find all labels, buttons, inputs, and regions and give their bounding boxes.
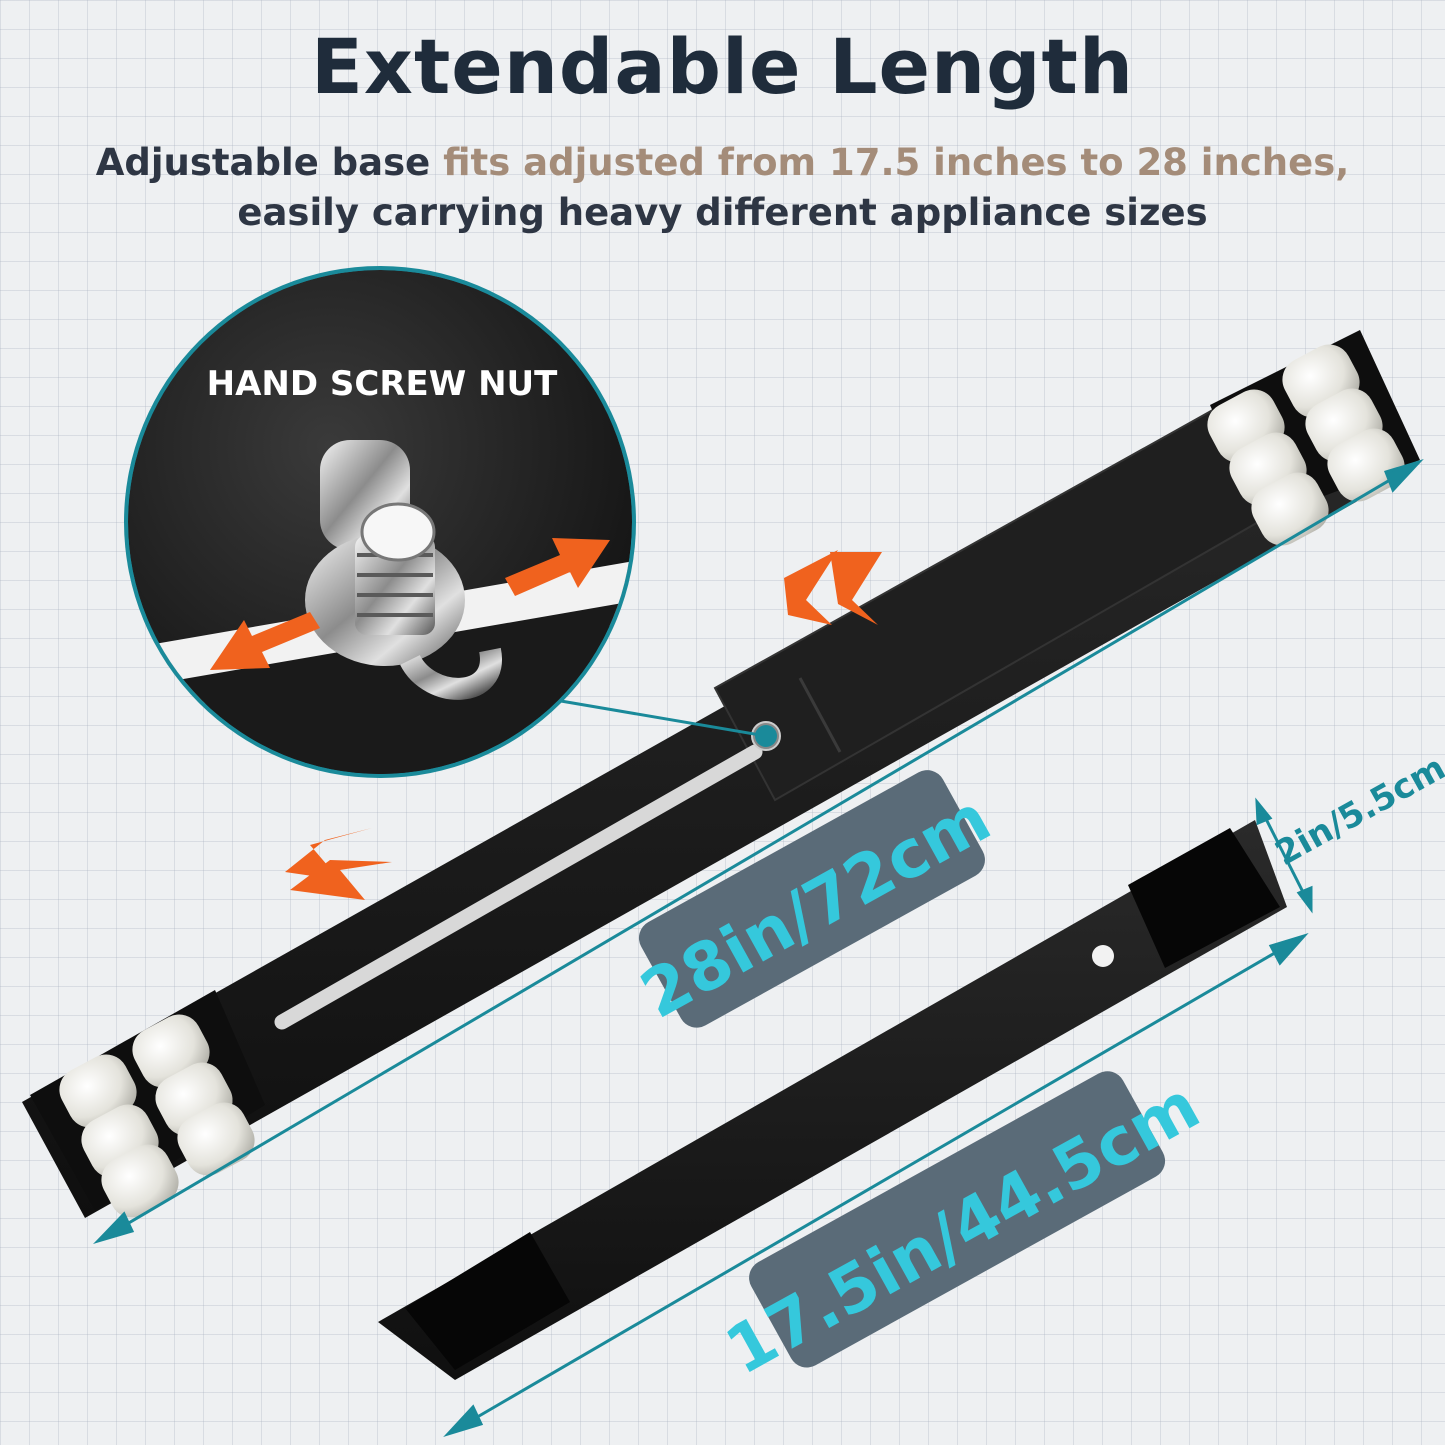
callout-label: HAND SCREW NUT — [207, 364, 559, 404]
caster-wheels-right — [1207, 330, 1420, 546]
retracted-stand-bar — [378, 820, 1287, 1380]
arrow-right-icon — [505, 538, 610, 596]
caster-wheels-left — [30, 990, 265, 1218]
pin-hole — [1092, 945, 1114, 967]
chevron-left-icon — [290, 860, 392, 900]
subtitle-part-2: easily carrying heavy different applianc… — [237, 191, 1208, 234]
chevron-left-icon — [285, 828, 372, 880]
adjustment-slot — [274, 744, 763, 1030]
svg-text:2in/5.5cm: 2in/5.5cm — [1269, 748, 1445, 874]
page-title: Extendable Length — [311, 22, 1134, 111]
width-label: 2in/5.5cm — [1269, 748, 1445, 874]
hand-screw-nut-callout: HAND SCREW NUT — [124, 266, 777, 778]
extend-direction-arrows — [285, 550, 882, 900]
chevron-right-icon — [784, 550, 838, 625]
arrow-left-icon — [210, 612, 320, 670]
extended-stand-bar — [22, 330, 1420, 1218]
subtitle-highlight: fits adjusted from 17.5 inches to 28 inc… — [443, 141, 1350, 184]
chevron-right-icon — [830, 552, 882, 625]
subtitle-part-1: Adjustable base — [95, 141, 444, 184]
page-subtitle: Adjustable base fits adjusted from 17.5 … — [40, 138, 1405, 238]
dimension-lines — [92, 458, 1424, 1438]
